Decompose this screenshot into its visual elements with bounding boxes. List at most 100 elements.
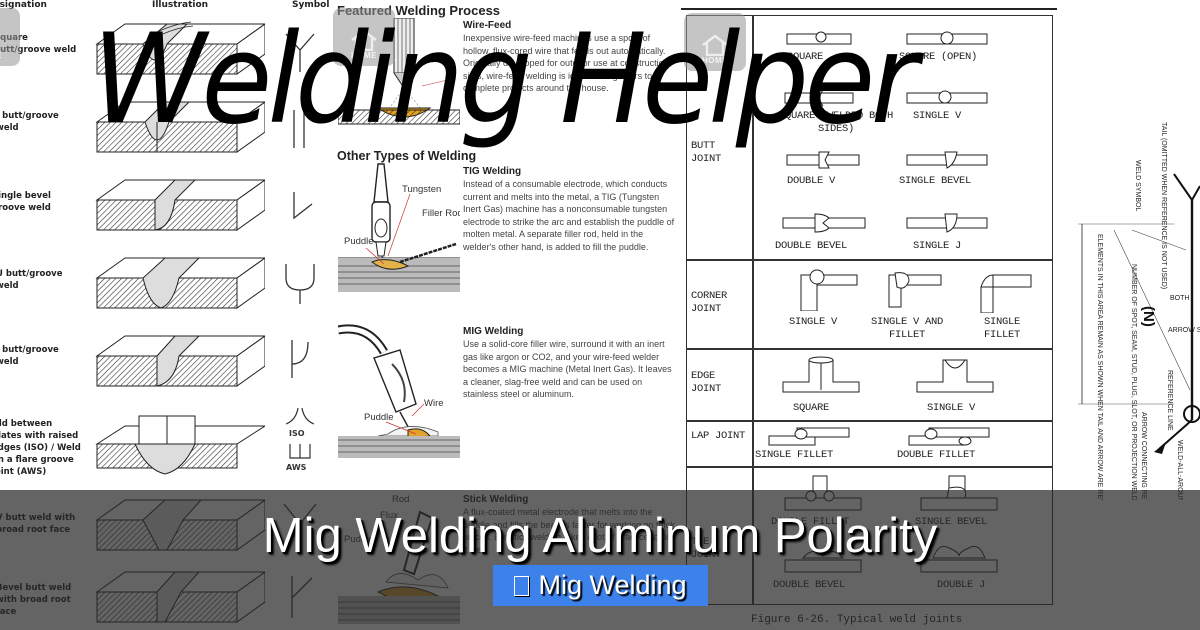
joint-type-caption: SQUARE <box>793 402 830 414</box>
wire-feed-section: Wire-Feed Inexpensive wire-feed machines… <box>463 20 675 95</box>
svg-text:(N): (N) <box>1140 306 1157 327</box>
designation-text: I butt/groove weld <box>0 111 59 133</box>
weld-symbol-v <box>285 33 315 72</box>
joint-type-caption: SINGLE FILLET <box>983 316 1020 341</box>
home-button[interactable]: HOME <box>0 8 20 66</box>
joint-drawing <box>800 269 858 311</box>
svg-text:REFERENCE LINE: REFERENCE LINE <box>1166 370 1173 431</box>
joint-type-caption: SINGLE V <box>913 110 962 122</box>
tig-body: Instead of a consumable electrode, which… <box>463 179 675 252</box>
svg-text:ARROW SIDE: ARROW SIDE <box>1168 327 1200 334</box>
joint-drawing <box>768 427 850 446</box>
category-badge[interactable]: Mig Welding <box>493 565 708 606</box>
svg-text:ELEMENTS IN THIS AREA REMAIN A: ELEMENTS IN THIS AREA REMAIN AS SHOWN WH… <box>1096 234 1103 500</box>
joint-drawing <box>906 213 988 233</box>
designation-text: U butt/groove weld <box>0 269 63 291</box>
weld-symbol-i <box>293 110 305 148</box>
joint-drawing <box>782 213 866 233</box>
wire-feed-figure <box>338 18 460 125</box>
svg-text:TAIL (OMITTED WHEN REFERENCE I: TAIL (OMITTED WHEN REFERENCE IS NOT USED… <box>1160 122 1167 289</box>
chart-row: Square butt/groove weld <box>0 14 332 90</box>
chart-row: I butt/groove weld <box>0 92 332 168</box>
chart-row: Weld between plates with raised edges (I… <box>0 404 332 486</box>
svg-text:BOTH: BOTH <box>1170 295 1189 302</box>
divider <box>687 420 1052 422</box>
joint-type-caption: SINGLE V AND FILLET <box>870 316 943 341</box>
tig-section: TIG Welding Instead of a consumable elec… <box>463 166 675 253</box>
divider <box>687 348 1052 350</box>
chart-row: Single bevel groove weld <box>0 170 332 246</box>
svg-text:Tungsten: Tungsten <box>402 184 441 195</box>
svg-text:Wire: Wire <box>424 398 444 409</box>
joint-type-caption: SQUARE <box>787 51 824 63</box>
mig-body: Use a solid-core filler wire, surround i… <box>463 339 672 399</box>
joint-type-caption: SQUARE (WELDED BOTH SIDES) <box>778 110 894 135</box>
joint-type-caption: SINGLE J <box>913 240 962 252</box>
joint-drawing <box>916 359 994 393</box>
weld-illustration <box>95 179 265 231</box>
mig-section: MIG Welding Use a solid-core filler wire… <box>463 326 675 401</box>
weld-illustration <box>95 21 265 75</box>
chart-row: U butt/groove weld <box>0 248 332 324</box>
svg-text:NUMBER OF SPOT, SEAM, STUD, PL: NUMBER OF SPOT, SEAM, STUD, PLUG, SLOT, … <box>1130 264 1137 500</box>
wire-feed-title: Wire-Feed <box>463 20 512 31</box>
divider <box>687 259 1052 261</box>
joint-drawing <box>906 31 988 45</box>
joint-type-caption: DOUBLE BEVEL <box>775 240 848 252</box>
weld-symbol-flare: ISO AWS <box>285 407 315 472</box>
joint-type-caption: DOUBLE FILLET <box>897 449 976 461</box>
joint-type-caption: DOUBLE V <box>787 175 836 187</box>
joint-label-lap: LAP JOINT <box>691 430 746 442</box>
designation-text: Weld between plates with raised edges (I… <box>0 419 81 477</box>
other-types-heading: Other Types of Welding <box>337 149 477 163</box>
weld-illustration <box>95 257 265 309</box>
title-banner <box>0 490 1200 630</box>
joint-type-caption: SINGLE BEVEL <box>899 175 972 187</box>
joint-drawing <box>906 151 988 169</box>
designation-text: Single bevel groove weld <box>0 191 51 213</box>
home-icon <box>351 29 377 51</box>
header-symbol: Symbol <box>292 0 330 10</box>
weld-symbol-j <box>291 340 309 378</box>
joint-label-butt: BUTT JOINT <box>691 140 722 165</box>
svg-text:WELD SYMBOL: WELD SYMBOL <box>1134 160 1141 211</box>
svg-text:Filler Rod: Filler Rod <box>422 208 460 219</box>
divider <box>687 466 1052 468</box>
joint-drawing <box>786 151 860 169</box>
divider <box>752 16 754 604</box>
designation-text: J butt/groove weld <box>0 345 59 367</box>
svg-text:WELD-ALL-AROUND SYMBOL: WELD-ALL-AROUND SYMBOL <box>1176 440 1183 500</box>
article-title: Mig Welding Aluminum Polarity <box>262 509 938 563</box>
joint-type-caption: SINGLE V <box>927 402 976 414</box>
home-button[interactable]: HOME <box>684 13 746 71</box>
weld-illustration <box>95 101 265 153</box>
joint-drawing <box>888 272 942 308</box>
joint-drawing <box>908 427 990 446</box>
joint-type-caption: SINGLE V <box>789 316 838 328</box>
weld-illustration <box>95 335 265 387</box>
home-icon <box>702 34 728 56</box>
joint-drawing <box>784 89 854 107</box>
svg-text:ARROW CONNECTING REFERENCE LIN: ARROW CONNECTING REFERENCE LINE TO ARROW… <box>1140 412 1147 500</box>
svg-text:Puddle: Puddle <box>344 236 374 247</box>
weld-symbol-u <box>285 264 315 304</box>
weld-symbol-diagram: TAIL (OMITTED WHEN REFERENCE IS NOT USED… <box>1074 100 1200 500</box>
folder-icon <box>514 575 530 596</box>
joint-type-caption: SQUARE (OPEN) <box>899 51 978 63</box>
joint-drawing <box>906 90 988 104</box>
joint-drawing <box>980 274 1032 313</box>
joint-label-edge: EDGE JOINT <box>691 370 722 395</box>
tig-figure: Tungsten Filler Rod Puddle <box>338 163 460 292</box>
category-label: Mig Welding <box>538 570 687 600</box>
home-button[interactable]: HOME <box>333 8 395 66</box>
weld-symbol-bevel <box>293 192 313 220</box>
mig-figure: Wire Puddle <box>338 324 460 458</box>
tig-title: TIG Welding <box>463 166 522 177</box>
mig-title: MIG Welding <box>463 326 524 337</box>
divider <box>681 8 1057 10</box>
header-illustration: Illustration <box>152 0 209 10</box>
svg-text:Puddle: Puddle <box>364 412 394 423</box>
chart-row: J butt/groove weld <box>0 326 332 402</box>
weld-illustration <box>95 415 265 475</box>
joint-type-caption: SINGLE FILLET <box>755 449 834 461</box>
